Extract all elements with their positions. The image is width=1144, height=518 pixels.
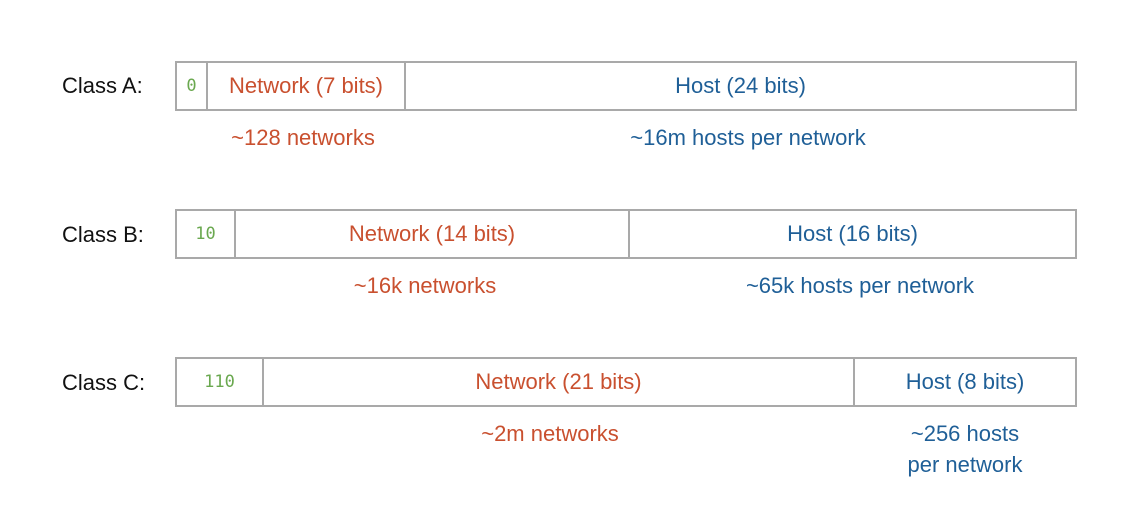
class-c-network-field: Network (21 bits) [262, 359, 853, 405]
class-c-host-field: Host (8 bits) [853, 359, 1075, 405]
class-c-host-count-line-2: per network [907, 452, 1023, 477]
class-a-address-bar: 0 Network (7 bits) Host (24 bits) [175, 61, 1077, 111]
class-b-address-bar: 10 Network (14 bits) Host (16 bits) [175, 209, 1077, 259]
class-c-prefix-bits: 110 [204, 372, 235, 392]
class-c-label: Class C: [62, 370, 146, 395]
class-b-label: Class B: [62, 222, 144, 247]
class-a-host-field: Host (24 bits) [404, 63, 1075, 109]
class-b-host-count: ~65k hosts per network [745, 273, 975, 298]
class-a-prefix-bits: 0 [186, 76, 197, 96]
class-a-network-count: ~128 networks [231, 125, 375, 150]
class-c-host-count: ~256 hosts per network [908, 418, 1023, 480]
class-c-host-count-line-1: ~256 hosts [910, 421, 1020, 446]
class-a-label: Class A: [62, 73, 143, 98]
class-a-host-count: ~16m hosts per network [630, 125, 866, 150]
class-b-network-count: ~16k networks [353, 273, 497, 298]
class-b-host-field: Host (16 bits) [628, 211, 1075, 257]
class-b-prefix-bits: 10 [195, 224, 216, 244]
class-c-address-bar: 110 Network (21 bits) Host (8 bits) [175, 357, 1077, 407]
class-b-network-field: Network (14 bits) [234, 211, 628, 257]
class-a-network-field: Network (7 bits) [206, 63, 404, 109]
class-c-network-count: ~2m networks [481, 421, 619, 446]
